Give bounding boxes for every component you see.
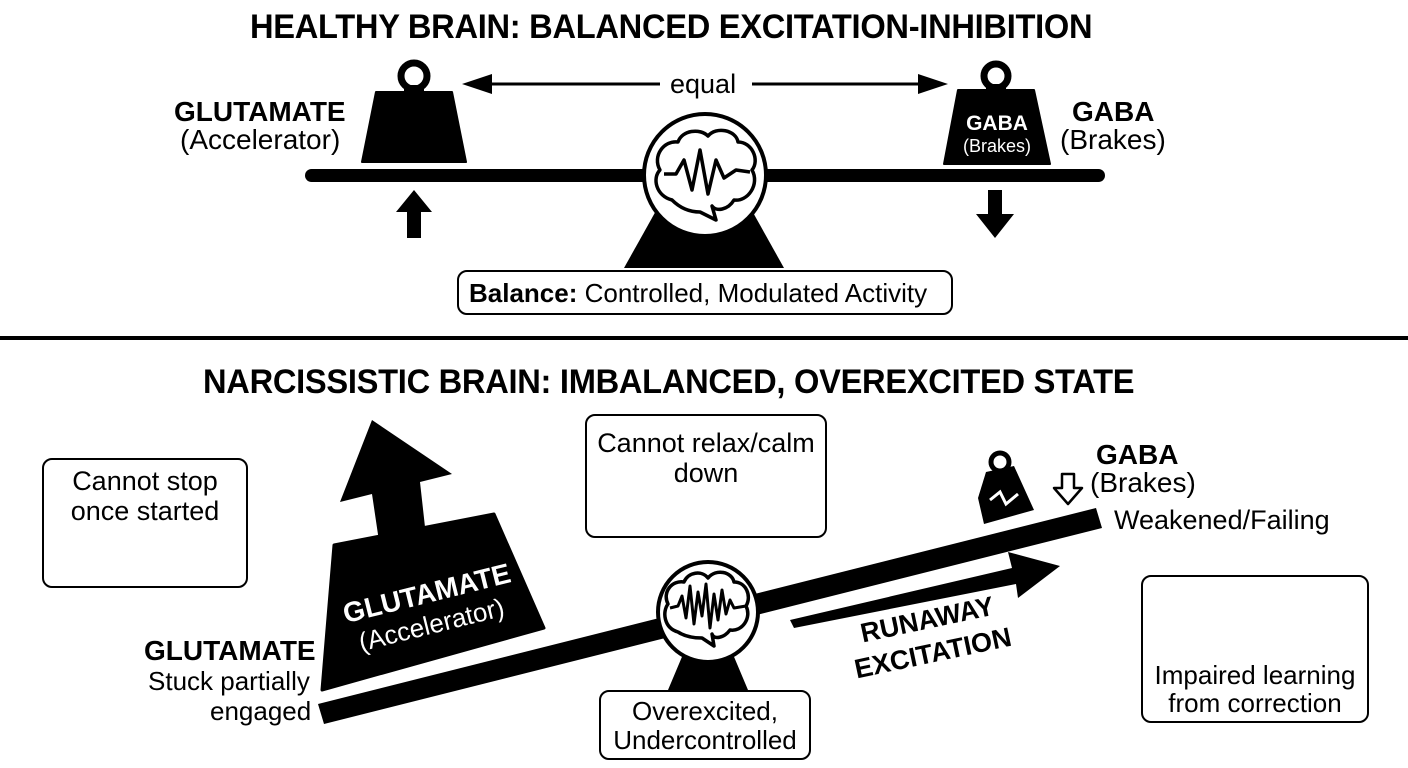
cannot-relax-box: Cannot relax/calm down [585, 414, 827, 538]
overexcited-line-1: Overexcited, [632, 696, 778, 726]
glutamate-state-line-1: Stuck partially [148, 666, 310, 696]
cannot-relax-line-1: Cannot relax/calm [597, 428, 815, 458]
impaired-box: Impaired learning from correction [1141, 575, 1369, 723]
healthy-title: HEALTHY BRAIN: BALANCED EXCITATION-INHIB… [250, 8, 1093, 46]
balance-bold: Balance: [469, 278, 578, 308]
broken-weight-icon [978, 450, 1034, 524]
gaba-state: Weakened/Failing [1114, 505, 1330, 535]
narcissistic-title: NARCISSISTIC BRAIN: IMBALANCED, OVEREXCI… [203, 363, 1135, 401]
equal-label: equal [670, 69, 737, 99]
weight-gaba-role: (Brakes) [962, 136, 1031, 156]
glutamate-bottom-label: GLUTAMATE [144, 635, 316, 666]
arrow-icon [396, 190, 432, 238]
balance-rest: Controlled, Modulated Activity [577, 278, 928, 308]
balance-text: Balance: Controlled, Modulated Activity [469, 278, 928, 308]
balance-box: Balance: Controlled, Modulated Activity [457, 270, 953, 315]
glutamate-role: (Accelerator) [180, 124, 341, 155]
section-divider [0, 336, 1408, 340]
glutamate-weight [320, 512, 546, 692]
cannot-stop-line-2: once started [70, 496, 220, 526]
weight-icon [361, 59, 467, 163]
glutamate-label: GLUTAMATE [174, 96, 346, 127]
weight-gaba-label: GABA [966, 112, 1028, 135]
gaba-label: GABA [1072, 96, 1155, 127]
cannot-relax-line-2: down [673, 458, 739, 488]
gaba-bottom-role: (Brakes) [1090, 467, 1196, 498]
overexcited-line-2: Undercontrolled [613, 725, 797, 755]
impaired-line-2: from correction [1168, 688, 1342, 718]
cannot-stop-box: Cannot stop once started [42, 458, 248, 588]
impaired-line-1: Impaired learning [1154, 660, 1356, 690]
brain-icon [642, 112, 768, 238]
fulcrum [668, 652, 748, 690]
overexcited-box: Overexcited, Undercontrolled [599, 690, 811, 760]
arrow-icon [1052, 472, 1084, 506]
cannot-stop-line-1: Cannot stop [72, 466, 218, 496]
arrow-icon [340, 420, 452, 548]
glutamate-state-line-2: engaged [210, 696, 312, 726]
gaba-role: (Brakes) [1060, 124, 1166, 155]
brain-icon [656, 560, 760, 664]
equal-arrows [462, 74, 948, 94]
arrow-icon [976, 190, 1014, 238]
weight-icon [943, 60, 1051, 165]
arrow-icon [790, 552, 1060, 628]
gaba-bottom-label: GABA [1096, 439, 1179, 470]
